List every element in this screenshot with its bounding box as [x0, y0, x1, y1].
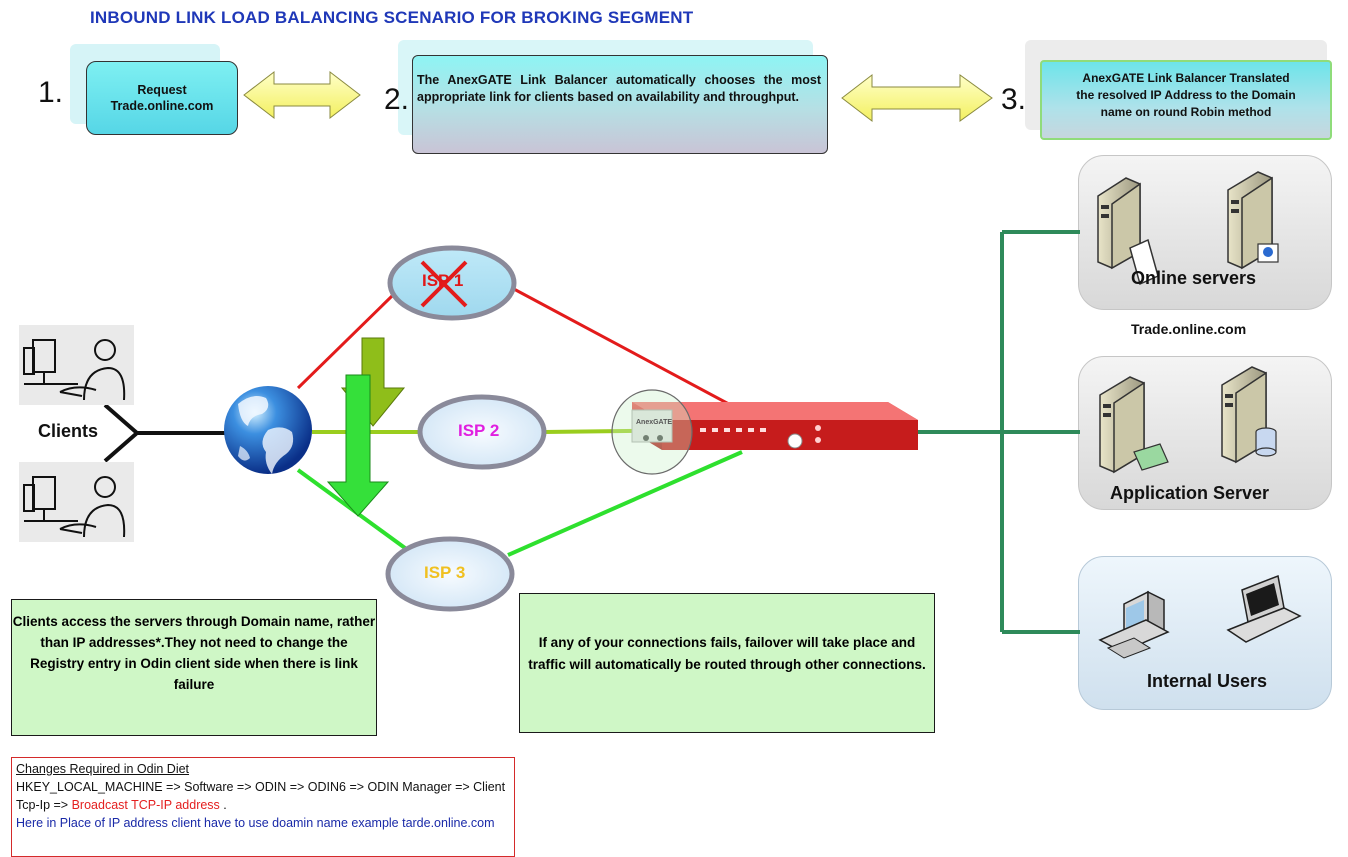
changes-heading: Changes Required in Odin Diet — [16, 762, 190, 776]
odin-changes-box: Changes Required in Odin Diet HKEY_LOCAL… — [11, 757, 515, 857]
isp2-ellipse — [417, 394, 547, 470]
double-arrow-1 — [243, 70, 361, 120]
changes-registry-text: HKEY_LOCAL_MACHINE => Software => ODIN =… — [16, 780, 506, 813]
step1-line: Request — [137, 82, 187, 97]
router-brand-label: AnexGATE — [636, 419, 673, 426]
client-workstation-icon — [19, 462, 134, 542]
step3-number: 3. — [1001, 83, 1027, 116]
changes-broadcast-text: Broadcast TCP-IP address — [71, 798, 220, 813]
diagram-title: INBOUND LINK LOAD BALANCING SCENARIO FOR… — [90, 8, 694, 27]
isp3-link-right — [507, 450, 743, 557]
down-arrow-green-icon — [326, 374, 390, 517]
isp1-label: ISP 1 — [422, 271, 464, 290]
anexgate-router-icon — [631, 402, 918, 450]
isp1-link-left — [296, 294, 394, 390]
step2-text: The AnexGATE Link Balancer automatically… — [417, 73, 821, 104]
step3-line: name on round Robin method — [1100, 104, 1272, 119]
isp3-ellipse — [385, 536, 515, 612]
online-servers-label: Online servers — [1131, 268, 1257, 288]
step1-number: 1. — [38, 76, 64, 109]
isp2-label: ISP 2 — [458, 421, 500, 440]
step2-balancer-box: The AnexGATE Link Balancer automatically… — [412, 55, 828, 154]
step3-line: the resolved IP Address to the Domain — [1076, 87, 1296, 102]
server-tower-icon — [1097, 177, 1159, 286]
clients-label: Clients — [38, 421, 99, 441]
clients-fork — [103, 403, 141, 463]
desktop-computer-icon — [1098, 590, 1170, 659]
changes-registry-end: . — [219, 798, 227, 813]
clients-access-note: Clients access the servers through Domai… — [11, 599, 377, 736]
failed-cross-icon — [420, 260, 468, 308]
changes-domain-instruction: Here in Place of IP address client have … — [16, 816, 495, 831]
lan-links — [914, 230, 1080, 634]
client-workstation-icon — [19, 325, 134, 405]
router-highlight-circle — [611, 389, 693, 475]
isp1-ellipse — [387, 245, 517, 321]
isp1-link-right — [511, 286, 741, 412]
double-arrow-2 — [841, 73, 993, 123]
step3-translation-box: AnexGATE Link Balancer Translated the re… — [1040, 60, 1332, 140]
server-tower-icon — [1221, 366, 1277, 464]
isp3-label: ISP 3 — [424, 563, 466, 582]
domain-label: Trade.online.com — [1131, 321, 1247, 337]
failover-note: If any of your connections fails, failov… — [519, 593, 935, 733]
server-tower-icon — [1099, 376, 1169, 474]
changes-registry-path: HKEY_LOCAL_MACHINE => Software => ODIN =… — [16, 778, 510, 814]
step1-line: Trade.online.com — [110, 99, 214, 113]
step3-line: AnexGATE Link Balancer Translated — [1082, 71, 1290, 85]
laptop-computer-icon — [1226, 574, 1302, 643]
server-tower-icon — [1227, 171, 1279, 270]
step2-number: 2. — [384, 83, 410, 116]
internal-users-label: Internal Users — [1147, 671, 1268, 691]
internet-globe-icon — [224, 386, 312, 474]
application-server-label: Application Server — [1110, 483, 1270, 503]
step1-request-box: Request Trade.online.com — [86, 61, 238, 135]
